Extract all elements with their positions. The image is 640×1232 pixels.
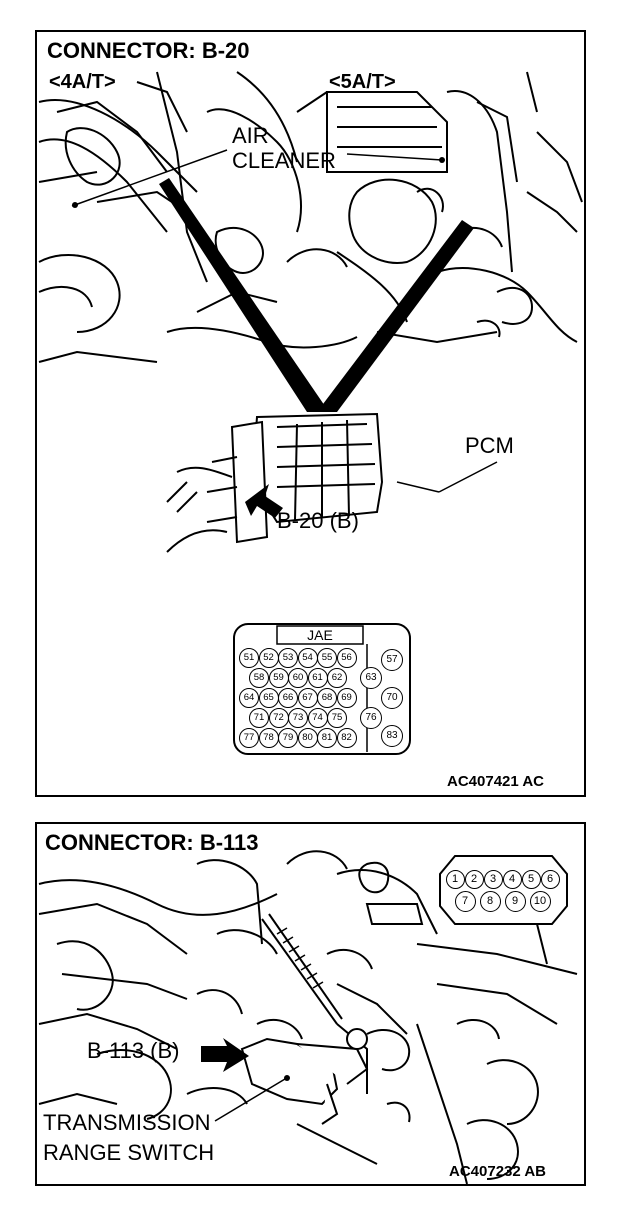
connector-pin: 51 bbox=[239, 648, 259, 668]
connector-pin: 67 bbox=[297, 688, 318, 708]
connector-pin: 56 bbox=[336, 648, 357, 668]
connector-pin: 63 bbox=[360, 667, 382, 689]
connector-pin: 81 bbox=[317, 728, 337, 748]
connector-pin: 78 bbox=[258, 728, 279, 748]
connector-pin: 70 bbox=[381, 687, 403, 709]
connector-pin: 57 bbox=[381, 649, 403, 671]
connector-pin: 52 bbox=[258, 648, 279, 668]
panel2-title: CONNECTOR: B-113 bbox=[45, 830, 259, 855]
pcm-unit-illustration bbox=[166, 412, 384, 553]
connector-pin: 64 bbox=[239, 688, 259, 708]
variant-4at-label: <4A/T> bbox=[49, 71, 116, 93]
range-switch-label-line1: TRANSMISSION bbox=[43, 1110, 211, 1135]
connector-pin: 59 bbox=[268, 668, 289, 688]
connector-pin: 68 bbox=[317, 688, 337, 708]
arrow-b20 bbox=[245, 484, 283, 518]
connector-pin: 61 bbox=[307, 668, 328, 688]
connector-pin: 55 bbox=[317, 648, 337, 668]
connector-pin: 6 bbox=[540, 869, 560, 889]
connector-pin: 5 bbox=[521, 869, 541, 889]
air-cleaner-label-line2: CLEANER bbox=[232, 148, 336, 173]
connector-pin: 4 bbox=[502, 869, 522, 889]
b113-connector-face bbox=[439, 855, 568, 925]
connector-pin: 54 bbox=[297, 648, 318, 668]
connector-pin: 60 bbox=[288, 668, 308, 688]
connector-b113-panel: CONNECTOR: B-113 B-113 (B) TRANSMISSION … bbox=[35, 822, 586, 1186]
connector-pin: 73 bbox=[288, 708, 308, 728]
connector-pin: 58 bbox=[249, 668, 269, 688]
connector-pin: 3 bbox=[483, 869, 503, 889]
leader-dot bbox=[72, 202, 78, 208]
connector-pin: 71 bbox=[249, 708, 269, 728]
connector-pin: 83 bbox=[381, 725, 403, 747]
connector-pin: 53 bbox=[278, 648, 298, 668]
cable-spring-coils bbox=[276, 927, 324, 989]
b20-connector-label: B-20 (B) bbox=[277, 508, 359, 533]
connector-pin: 7 bbox=[454, 890, 476, 912]
connector-pin: 9 bbox=[504, 890, 526, 912]
air-cleaner-label-line1: AIR bbox=[232, 123, 269, 148]
figure-code-label: AC407232 AB bbox=[449, 1163, 546, 1180]
connector-b20-panel: CONNECTOR: B-20 <4A/T> <5A/T> AIR CLEANE… bbox=[35, 30, 586, 797]
leader-dot bbox=[439, 157, 445, 163]
variant-5at-label: <5A/T> bbox=[329, 71, 396, 93]
connector-pin: 76 bbox=[360, 707, 382, 729]
b113-connector-label: B-113 (B) bbox=[87, 1038, 180, 1063]
pointer-wedge-right bbox=[317, 220, 474, 412]
connector-pin: 80 bbox=[297, 728, 318, 748]
connector-pin: 77 bbox=[239, 728, 259, 748]
connector-pin: 75 bbox=[327, 708, 347, 728]
pcm-label: PCM bbox=[465, 433, 514, 458]
figure-code-label: AC407421 AC bbox=[447, 773, 544, 790]
connector-pin: 62 bbox=[327, 668, 347, 688]
connector-pin: 74 bbox=[307, 708, 328, 728]
connector-pin: 10 bbox=[529, 890, 551, 912]
connector-pin: 72 bbox=[268, 708, 289, 728]
arrow-b113 bbox=[201, 1038, 249, 1072]
connector-pin: 69 bbox=[336, 688, 357, 708]
pointer-wedge-left bbox=[159, 178, 329, 412]
connector-pin: 65 bbox=[258, 688, 279, 708]
connector-pin: 1 bbox=[445, 869, 465, 889]
connector-pin: 79 bbox=[278, 728, 298, 748]
connector-pin: 82 bbox=[336, 728, 357, 748]
range-switch-label-line2: RANGE SWITCH bbox=[43, 1140, 215, 1165]
connector-type-label: JAE bbox=[307, 627, 333, 643]
range-switch-illustration bbox=[240, 1028, 369, 1125]
connector-pin: 8 bbox=[479, 890, 501, 912]
switch-leader-line bbox=[214, 1078, 286, 1122]
connector-pin: 2 bbox=[464, 869, 484, 889]
panel1-title: CONNECTOR: B-20 bbox=[47, 38, 250, 63]
connector-pin: 66 bbox=[278, 688, 298, 708]
leader-dot bbox=[284, 1075, 290, 1081]
